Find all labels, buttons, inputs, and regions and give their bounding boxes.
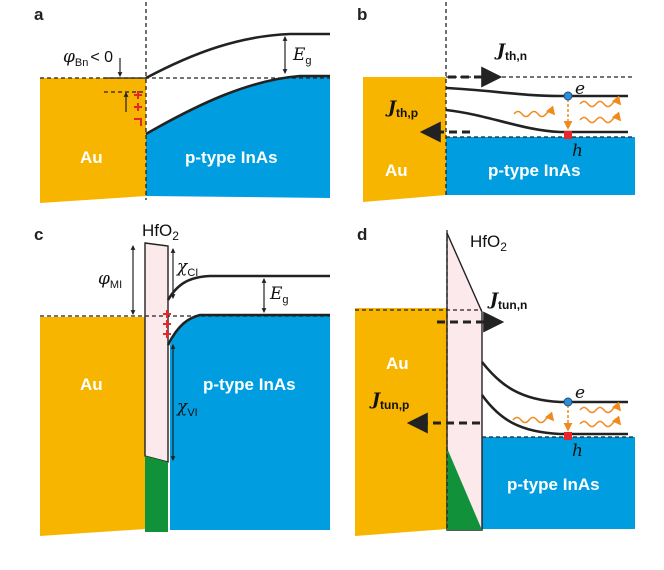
panel-c-chi-ci-label: χCI bbox=[176, 257, 198, 279]
panel-a: a φBn< 0 Eg Au p-type bbox=[34, 2, 330, 203]
panel-a-eg-label: Eg bbox=[292, 45, 312, 67]
panel-d-oxide-valence-region bbox=[447, 448, 482, 530]
panel-a-semiconductor-block bbox=[146, 76, 330, 198]
panel-b-electron-label: e bbox=[575, 79, 585, 99]
panel-b-jn-label: Jth,n bbox=[494, 41, 527, 63]
panel-b-photon-wave-1 bbox=[513, 105, 556, 118]
panel-d-jp-label: Jtun,p bbox=[369, 390, 409, 412]
panel-b-metal-label: Au bbox=[385, 161, 408, 180]
panel-a-valence-band bbox=[145, 74, 330, 136]
panel-d-semiconductor-block bbox=[482, 437, 635, 529]
panel-d-letter: d bbox=[357, 225, 367, 244]
panel-d-oxide-label: HfO2 bbox=[470, 232, 507, 254]
panel-d-electron-label: e bbox=[575, 383, 585, 403]
panel-a-metal-block bbox=[40, 78, 146, 203]
panel-c-conduction-band bbox=[166, 274, 330, 301]
panel-c-positive-charges bbox=[163, 310, 171, 338]
panel-b-letter: b bbox=[357, 5, 367, 24]
panel-c-chi-vi-label: χVI bbox=[176, 397, 198, 419]
panel-b-photon-wave-2 bbox=[579, 95, 622, 108]
panel-b-electron-dot bbox=[563, 91, 573, 101]
panel-a-phi-label: φBn< 0 bbox=[63, 47, 113, 69]
panel-b-semi-label: p-type InAs bbox=[488, 161, 581, 180]
panel-a-conduction-band bbox=[145, 32, 330, 80]
panel-b-metal-block bbox=[363, 77, 446, 202]
panel-c-eg-label: Eg bbox=[269, 284, 289, 306]
panel-d-photon-wave-2 bbox=[579, 401, 622, 414]
panel-d-hole-label: h bbox=[572, 441, 583, 461]
panel-b-semiconductor-block bbox=[446, 137, 635, 195]
panel-d-semi-label: p-type InAs bbox=[507, 475, 600, 494]
panel-a-positive-charges bbox=[134, 91, 142, 126]
panel-c-semi-label: p-type InAs bbox=[203, 375, 296, 394]
panel-d-electron-dot bbox=[563, 397, 573, 407]
panel-b-photon-wave-3 bbox=[579, 111, 622, 124]
panel-c-metal-label: Au bbox=[80, 375, 103, 394]
panel-b-jp-label: Jth,p bbox=[385, 98, 418, 120]
panel-d-photon-wave-3 bbox=[579, 415, 622, 428]
panel-d: d Jtun,n Jtun,p e h HfO2 Au bbox=[355, 225, 635, 536]
panel-c-phi-label: φMI bbox=[98, 269, 122, 291]
panel-d-photon-wave-1 bbox=[512, 411, 555, 424]
panel-d-jn-label: Jtun,n bbox=[487, 290, 527, 312]
panel-c-oxide-label: HfO2 bbox=[142, 221, 179, 243]
panel-c-letter: c bbox=[34, 225, 43, 244]
panel-b: b Jth,n Jth,p e h Au p-type InAs bbox=[357, 2, 635, 202]
panel-b-valence-band bbox=[445, 108, 628, 134]
panel-d-valence-band bbox=[480, 394, 628, 436]
panel-c-metal-block bbox=[40, 317, 145, 536]
panel-a-depletion-region bbox=[146, 76, 300, 134]
panel-d-conduction-band bbox=[480, 361, 628, 404]
panel-d-metal-block bbox=[355, 308, 447, 536]
panel-c-oxide-valence-region bbox=[145, 456, 168, 532]
panel-d-hole-dot bbox=[564, 432, 572, 440]
panel-d-metal-label: Au bbox=[386, 354, 409, 373]
panel-a-metal-label: Au bbox=[80, 148, 103, 167]
panel-c: c φMI χCI χVI Eg bbox=[34, 221, 330, 536]
panel-b-hole-label: h bbox=[572, 141, 583, 161]
panel-a-semi-label: p-type InAs bbox=[185, 148, 278, 167]
panel-c-oxide-barrier bbox=[144, 242, 169, 463]
panel-b-hole-dot bbox=[564, 131, 572, 139]
panel-b-conduction-band bbox=[445, 86, 628, 98]
panel-c-semiconductor-block bbox=[170, 315, 330, 530]
panel-a-letter: a bbox=[34, 5, 44, 24]
panel-c-valence-band bbox=[166, 313, 330, 346]
